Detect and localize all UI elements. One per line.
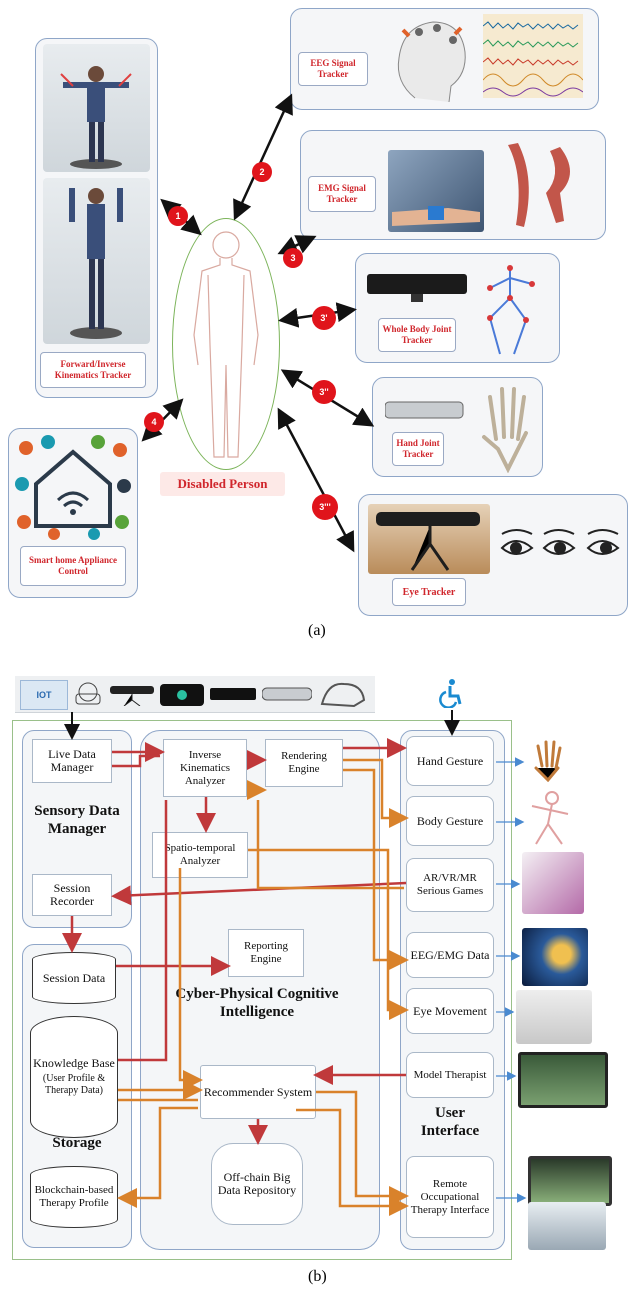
iot-icon: IOT (20, 680, 68, 710)
badge-3-prime: 3' (312, 306, 336, 330)
badge-2: 2 (252, 162, 272, 182)
caption-b: (b) (308, 1268, 327, 1285)
knowledge-base-db: Knowledge Base (User Profile & Therapy D… (30, 1016, 118, 1138)
outer-frame (12, 720, 512, 1260)
sensory-data-manager-title: Sensory Data Manager (34, 803, 120, 837)
offchain-repository: Off-chain Big Data Repository (211, 1143, 303, 1225)
avatar-photo-bottom (43, 178, 150, 344)
brain-thumbnail (522, 928, 588, 986)
badge-1: 1 (168, 206, 188, 226)
blockchain-db: Blockchain-based Therapy Profile (30, 1166, 118, 1228)
glove-device-icon (320, 682, 366, 708)
remote-ot-interface: Remote Occupational Therapy Interface (406, 1156, 494, 1238)
kinematics-label: Forward/Inverse Kinematics Tracker (40, 352, 146, 388)
remote-therapy-thumbnail-2 (528, 1202, 606, 1250)
hand-gesture: Hand Gesture (406, 736, 494, 786)
eye-tracker-device-icon (110, 686, 154, 706)
caption-a: (a) (308, 622, 326, 639)
game-thumbnail (522, 852, 584, 914)
eeg-head-icon (397, 21, 466, 103)
eeg-label: EEG Signal Tracker (298, 52, 368, 86)
eeg-emg-data: EEG/EMG Data (406, 932, 494, 978)
cpci-title: Cyber-Physical Cognitive Intelligence (175, 986, 339, 1020)
eye-movement-thumbnail (516, 990, 592, 1044)
session-data-db: Session Data (32, 952, 116, 1004)
whole-body-label: Whole Body Joint Tracker (378, 318, 456, 352)
hand-skeleton-icon (482, 387, 528, 473)
model-therapist: Model Therapist (406, 1052, 494, 1098)
human-figure-icon (60, 66, 132, 169)
smart-home-label: Smart home Appliance Control (20, 546, 126, 586)
wheelchair-icon (439, 679, 462, 708)
knowledge-base-sub: (User Profile & Therapy Data) (42, 1073, 106, 1096)
eye-tracker-label: Eye Tracker (392, 578, 466, 606)
eye-tracker-photo (368, 504, 490, 574)
arm-muscle-icon (508, 143, 570, 227)
badge-3-double-prime: 3'' (312, 380, 336, 404)
leap-motion-icon (385, 401, 464, 419)
spatio-temporal-analyzer: Spatio-temporal Analyzer (152, 832, 248, 878)
person-label: Disabled Person (160, 472, 285, 496)
ar-vr-games: AR/VR/MR Serious Games (406, 858, 494, 912)
knowledge-base-title: Knowledge Base (33, 1056, 115, 1070)
human-figure-icon (69, 188, 123, 339)
user-interface-title: User Interface (420, 1105, 480, 1139)
badge-3: 3 (283, 248, 303, 268)
body-thumbnail-icon (531, 791, 569, 845)
live-data-manager: Live Data Manager (32, 739, 112, 783)
headset-device-icon (160, 684, 204, 706)
badge-3-triple-prime: 3''' (312, 494, 338, 520)
eeg-signal-chart (482, 14, 584, 98)
remote-therapy-thumbnail-1 (528, 1156, 612, 1206)
badge-4: 4 (144, 412, 164, 432)
smart-home-icon (14, 434, 132, 540)
person-outline-icon (193, 231, 259, 458)
avatar-photo-top (43, 44, 150, 172)
emg-label: EMG Signal Tracker (308, 176, 376, 212)
leap-device-icon (262, 687, 312, 701)
hand-thumbnail-icon (534, 740, 562, 782)
storage-title: Storage (52, 1135, 102, 1151)
vr-headset-icon (75, 682, 101, 705)
kinect-sensor-icon (367, 274, 467, 302)
therapist-thumbnail (518, 1052, 608, 1108)
kinect-device-icon (210, 688, 256, 700)
eyes-icon (500, 529, 620, 555)
person-ellipse (172, 218, 280, 470)
emg-photo (388, 150, 484, 232)
reporting-engine: Reporting Engine (228, 929, 304, 977)
ik-analyzer: Inverse Kinematics Analyzer (163, 739, 247, 797)
skeleton-joint-icon (487, 265, 535, 355)
eye-movement: Eye Movement (406, 988, 494, 1034)
hand-joint-label: Hand Joint Tracker (392, 432, 444, 466)
